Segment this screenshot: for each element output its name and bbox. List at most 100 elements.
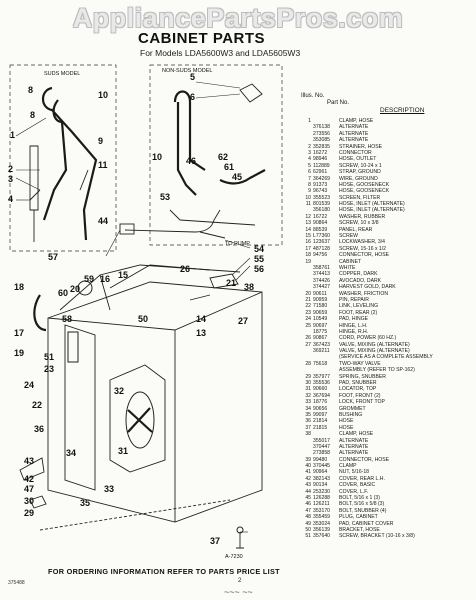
callout-31: 31 [118,446,128,456]
callout-32: 32 [114,386,124,396]
inlet-hose-to-pump: TO PUMP [119,209,250,247]
part-description: PAD, SNUBBER [339,380,377,387]
part-number: 126211 [313,501,330,508]
callout-8: 8 [28,85,33,95]
callout-17: 17 [14,328,24,338]
callout-61: 61 [224,162,234,172]
callout-20: 20 [70,284,80,294]
part-number: 273858 [313,450,330,457]
part-number: 357640 [313,533,330,540]
illus-number: 33 [305,399,311,406]
callout-34: 34 [66,448,76,458]
illus-number: 19 [305,258,311,265]
part-number: 75618 [313,360,328,367]
callout-57: 57 [48,252,58,262]
callout-45: 45 [232,172,242,182]
col-part-header: Part No. [327,100,350,106]
part-number: 21815 [313,424,328,431]
cabinet-body [39,264,263,531]
callout-55: 55 [254,254,264,264]
part-number: 357977 [313,373,330,380]
callout-21: 21 [226,278,236,288]
illus-number: 45 [305,495,311,502]
part-description: BUSHING [339,411,363,418]
illus-number: 47 [305,507,311,514]
callout-11: 11 [98,160,108,170]
illus-number: 37 [305,424,311,431]
callout-18: 18 [14,282,24,292]
suds-hose-assembly [29,86,98,242]
illus-number: 44 [305,488,311,495]
illus-number: 42 [305,475,311,482]
suds-model-box [9,64,117,252]
callout-37: 37 [210,536,220,546]
illus-number: 13 [305,220,311,227]
part-description: PLUG, CABINET [339,514,378,521]
part-description: SCREEN, FILTER [339,194,381,201]
illus-number: 43 [305,482,311,489]
callout-6: 6 [190,92,195,102]
callout-19: 19 [14,348,24,358]
callout-54: 54 [254,244,264,254]
part-description: COVER, REAR L.H. [339,475,385,482]
part-description: PAD, HINGE [339,316,369,323]
illus-number: 8 [308,181,311,188]
callout-46: 46 [186,156,196,166]
part-description: ASSEMBLY (REFER TO SP-162) [339,367,415,374]
suds-model-label: SUDS MODEL [44,71,80,77]
callout-27: 27 [238,316,248,326]
callout-23: 23 [44,364,54,374]
part-number: 367423 [313,341,330,348]
non-suds-model-label: NON-SUDS MODEL [162,68,212,74]
part-description: GROMMET [339,405,366,412]
part-description: PANEL, REAR [339,226,373,233]
callout-36: 36 [34,424,44,434]
illus-number: 29 [305,373,311,380]
top-components [33,264,239,363]
illus-number: 28 [305,360,311,367]
col-illus-header: Illus. No. [301,93,325,99]
part-description: CONNECTOR, HOSE [339,456,389,463]
callout-24: 24 [24,380,34,390]
callout-43: 43 [24,456,34,466]
illus-number: 21 [305,296,311,303]
part-number: 71580 [313,303,328,310]
part-number: 353024 [313,520,330,527]
callout-51: 51 [44,352,54,362]
part-number: 370445 [313,463,330,470]
parts-row: ASSEMBLY (REFER TO SP-162) [299,367,475,373]
part-number: 90134 [313,482,328,489]
callout-53: 53 [160,192,170,202]
callout-9: 9 [98,136,103,146]
illus-number: 17 [305,245,311,252]
part-description: HOSE, INLET (ALTERNATE) [339,207,405,214]
part-number: 355523 [313,194,330,201]
part-number: 112889 [313,162,330,169]
part-number: 90659 [313,309,328,316]
part-description: BOLT, 5/16 x 5/8 (3) [339,501,385,508]
part-description: STRAINER, HOSE [339,143,383,150]
callout-59: 59 [84,274,94,284]
part-number: 253230 [313,488,330,495]
callout-numbers: 1 2 3 4 5 6 8 8 10 9 11 10 46 62 61 45 5… [8,72,264,546]
